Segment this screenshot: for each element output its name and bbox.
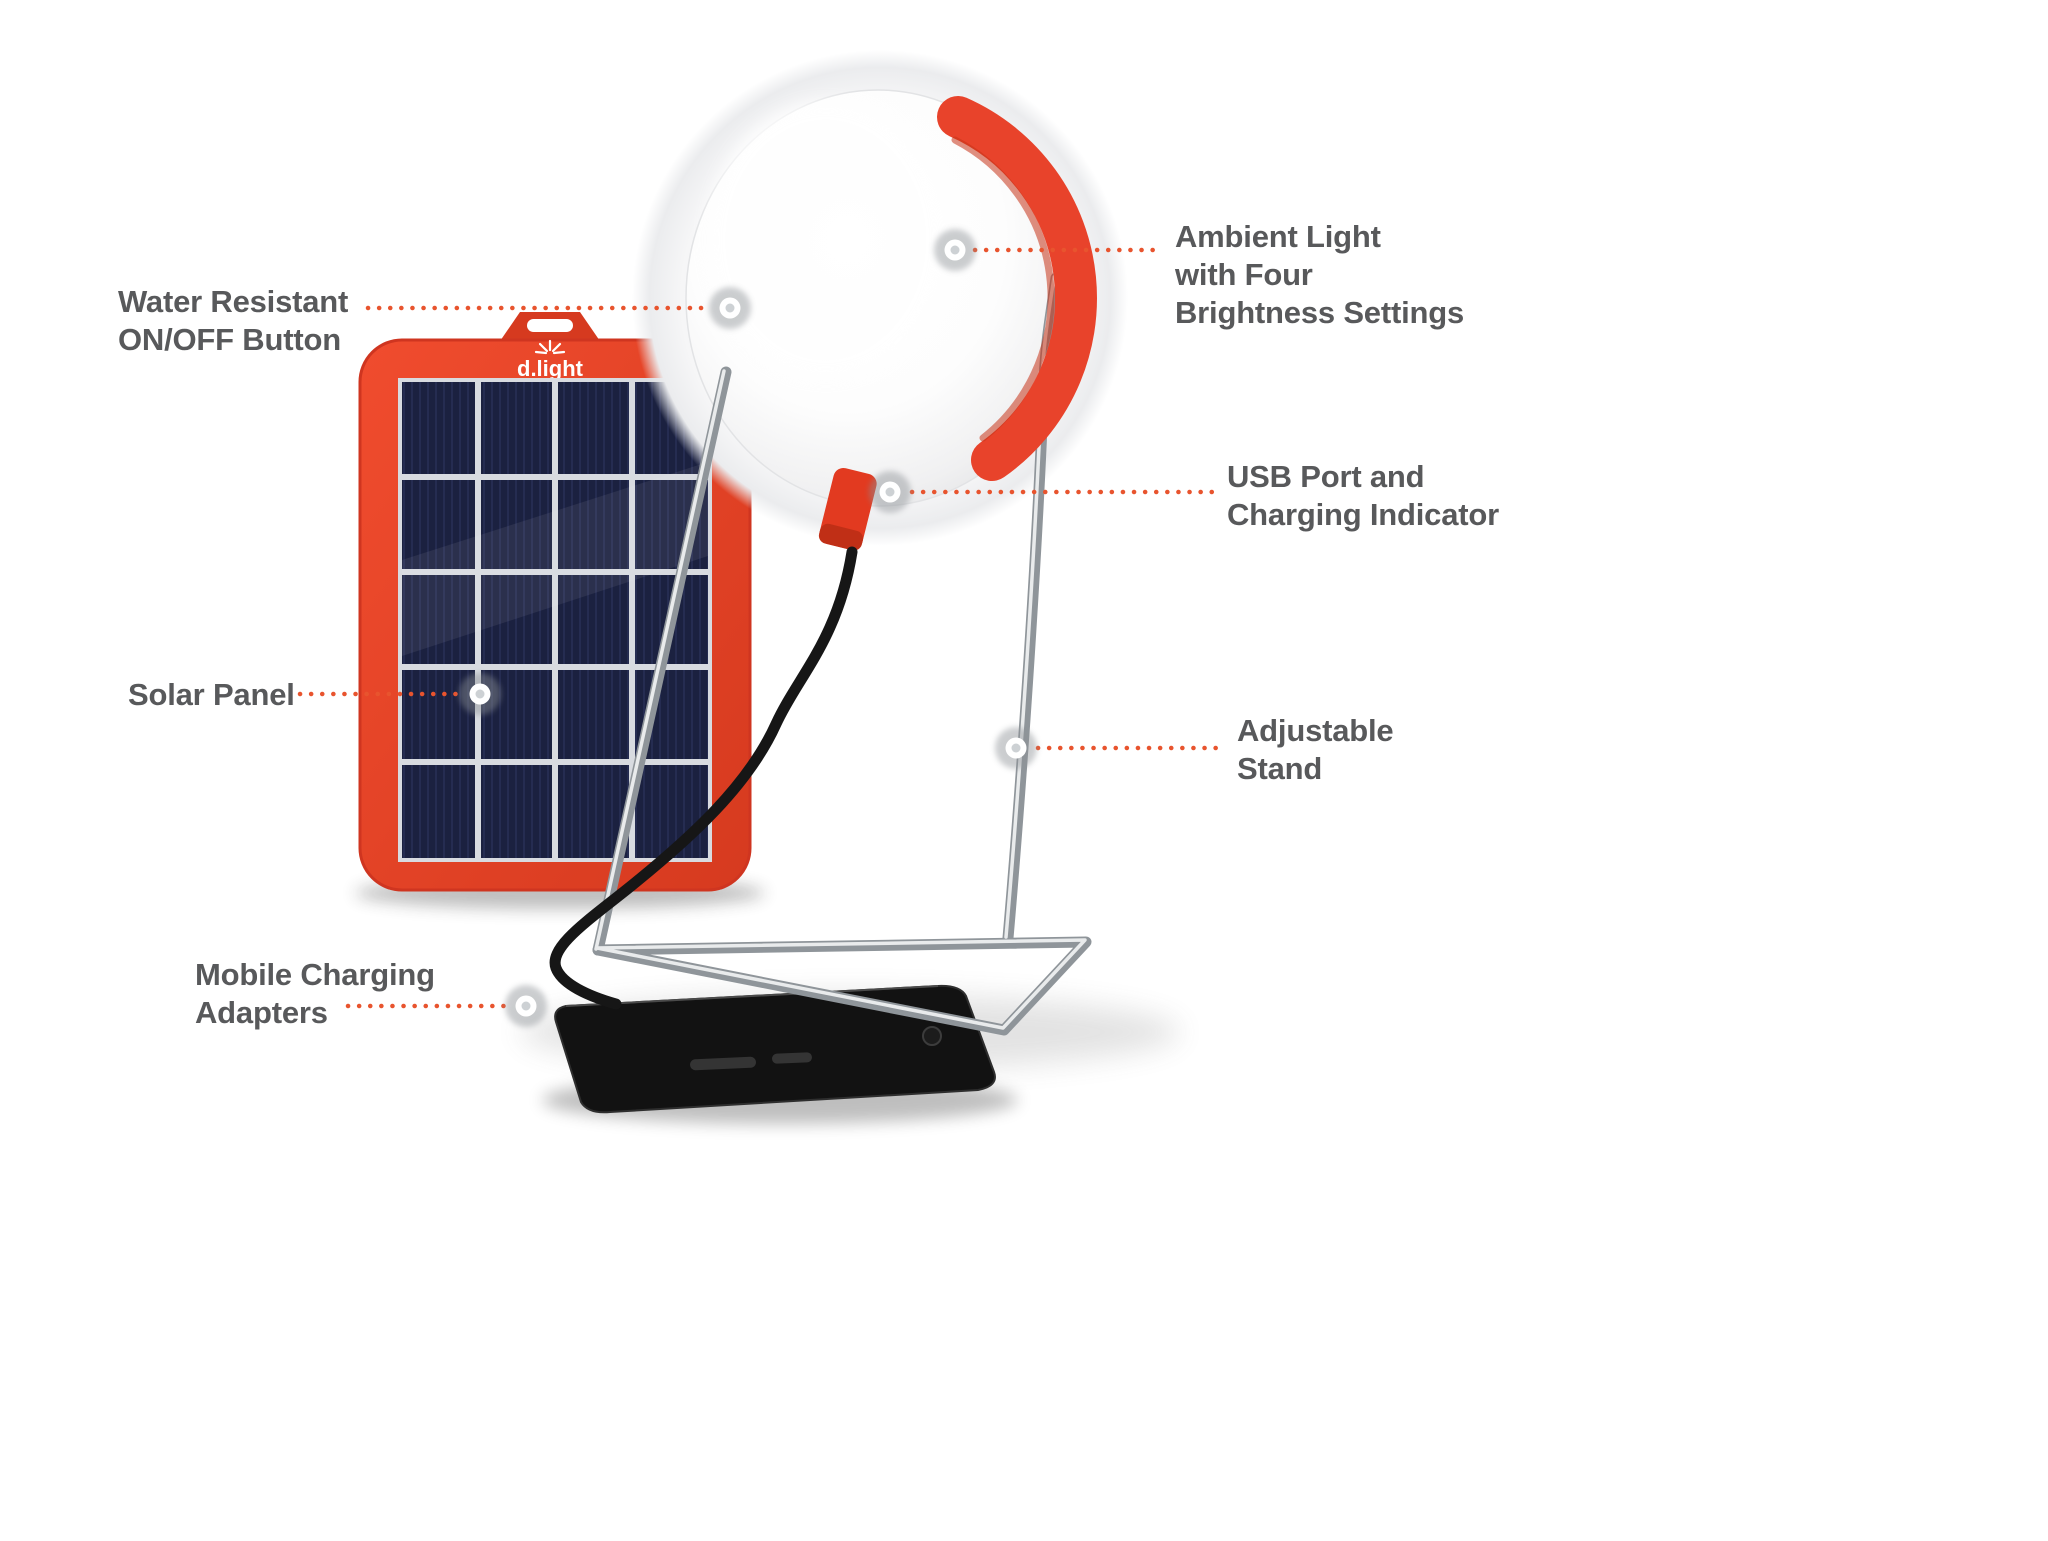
solar-panel-graphic: d.light [358, 312, 752, 892]
callout-marker-on-off [709, 287, 751, 329]
stand-left-leg [592, 366, 732, 956]
callout-line: Ambient Light [1175, 219, 1381, 254]
callout-line: USB Port and [1227, 459, 1425, 494]
charging-cable [549, 546, 858, 1010]
cell-grid-lines [402, 382, 708, 858]
callout-marker-stand [995, 727, 1037, 769]
phone-home-button [922, 1026, 942, 1046]
phone-graphic [554, 984, 996, 1114]
stand-graphic [592, 272, 1092, 1036]
callout-line: ON/OFF Button [118, 322, 341, 357]
callout-line: Stand [1237, 751, 1323, 786]
callout-line: Brightness Settings [1175, 295, 1465, 330]
leader-lines [297, 247, 1227, 1009]
phone-edge-highlight [565, 985, 939, 1007]
lamp-red-band-group [818, 96, 1097, 551]
brand-logo-text: d.light [517, 356, 584, 381]
callout-solar-panel: Solar Panel [128, 676, 295, 714]
callout-line: Solar Panel [128, 677, 295, 712]
callout-usb-port-charging-indicator: USB Port and Charging Indicator [1227, 458, 1499, 534]
stand-base [592, 936, 1092, 1036]
callout-marker-ambient [934, 229, 976, 271]
panel-hanger-slot [527, 319, 573, 332]
callout-line: Adjustable [1237, 713, 1394, 748]
callout-water-resistant-on-off-button: Water Resistant ON/OFF Button [118, 283, 348, 359]
callout-line: Mobile Charging [195, 957, 435, 992]
callout-adjustable-stand: Adjustable Stand [1237, 712, 1394, 788]
lamp-red-band-shade [951, 136, 1055, 442]
callout-marker-mobile [505, 985, 547, 1027]
callout-line: Adapters [195, 995, 328, 1030]
lamp-highlight [708, 102, 944, 378]
phone-speaker-slot [690, 1056, 756, 1071]
panel-sheen [402, 462, 708, 656]
callout-ambient-light: Ambient Light with Four Brightness Setti… [1175, 218, 1464, 332]
phone-button-slot [772, 1052, 812, 1064]
callout-marker-solar-panel [459, 673, 501, 715]
callout-line: with Four [1175, 257, 1313, 292]
callout-line: Charging Indicator [1227, 497, 1499, 532]
callout-marker-usb [869, 471, 911, 513]
callout-line: Water Resistant [118, 284, 349, 319]
brand-sunburst-icon [534, 339, 566, 355]
lamp-red-band [937, 96, 1097, 481]
phone-body [554, 984, 996, 1114]
callout-markers [459, 229, 1037, 1027]
callout-mobile-charging-adapters: Mobile Charging Adapters [195, 956, 435, 1032]
usb-connector [818, 467, 877, 551]
